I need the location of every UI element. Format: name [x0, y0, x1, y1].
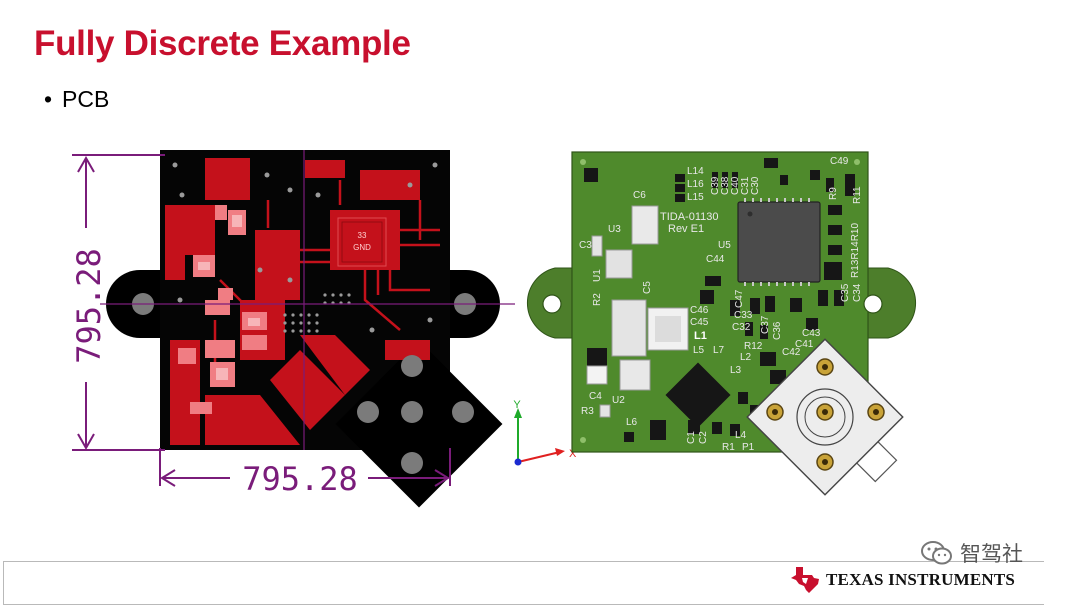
refdes-c32: C32 [732, 322, 751, 333]
refdes-c35: C35 [840, 283, 851, 302]
footer-bar [3, 561, 1044, 605]
via-field [172, 162, 438, 333]
render-hole-right [863, 294, 883, 314]
refdes-r3: R3 [581, 406, 594, 417]
silkscreen-refdes: L14 L16 L15 C39 C38 C40 C31 C30 C49 C6 U… [579, 156, 863, 453]
chip-net-label: GND [353, 243, 371, 252]
refdes-c38: C38 [720, 176, 731, 195]
refdes-l4: L4 [735, 430, 747, 441]
refdes-c4: C4 [589, 391, 602, 402]
refdes-l15: L15 [687, 192, 704, 203]
refdes-c42: C42 [782, 347, 801, 358]
refdes-r1: R1 [722, 442, 735, 453]
refdes-c47: C47 [734, 289, 745, 308]
render-modules [591, 205, 689, 418]
ti-logo: Texas Instruments [790, 566, 1015, 594]
refdes-u1: U1 [592, 269, 603, 282]
axis-y-label: Y [513, 399, 521, 411]
watermark: 智驾社 [920, 538, 1023, 568]
refdes-l16: L16 [687, 179, 704, 190]
pcb-render-view: TIDA-01130 Rev E1 L14 L16 L15 C39 C38 C4… [526, 151, 917, 496]
refdes-u2: U2 [612, 395, 625, 406]
bullet-text: PCB [62, 86, 110, 112]
render-right-tab [864, 267, 917, 339]
refdes-c36: C36 [772, 321, 783, 340]
refdes-l2: L2 [740, 352, 752, 363]
dimension-horizontal [159, 448, 451, 487]
refdes-c37: C37 [760, 315, 771, 334]
render-hole-left [542, 294, 562, 314]
pcb-layout-view: 33 GND [70, 150, 515, 508]
refdes-l6: L6 [626, 417, 638, 428]
refdes-r11: R11 [852, 186, 863, 204]
refdes-p1: P1 [742, 442, 755, 453]
ti-word-instruments: Instruments [888, 570, 1016, 589]
refdes-c5: C5 [642, 281, 653, 294]
ti-wordmark: Texas Instruments [826, 570, 1015, 590]
chip-pin-number: 33 [358, 231, 367, 240]
refdes-c3: C3 [579, 240, 592, 251]
refdes-l14: L14 [687, 166, 704, 177]
refdes-c43: C43 [802, 328, 821, 339]
refdes-c41: C41 [795, 339, 814, 350]
refdes-c40: C40 [730, 176, 741, 195]
wechat-icon [921, 541, 952, 565]
refdes-c1: C1 [686, 431, 697, 444]
axis-triad: Y X [513, 399, 577, 466]
refdes-r13r14r10: R13R14R10 [850, 223, 861, 278]
dimension-vertical [72, 154, 165, 451]
board-name-label: TIDA-01130 [660, 211, 719, 223]
render-inductor-l1 [665, 362, 731, 428]
layout-qfn-chip: 33 GND [337, 217, 387, 267]
refdes-c34: C34 [852, 283, 863, 302]
refdes-u3: U3 [608, 224, 621, 235]
ic-pins [744, 198, 810, 286]
refdes-l5: L5 [693, 345, 705, 356]
refdes-c31: C31 [740, 176, 751, 195]
dimension-vertical-label: 795.28 [70, 248, 108, 364]
bullet-item: • PCB [44, 86, 109, 113]
refdes-c33: C33 [734, 310, 753, 321]
crosshair-lines [100, 150, 515, 450]
refdes-l7: L7 [713, 345, 725, 356]
layout-connector [335, 340, 503, 508]
refdes-c49: C49 [830, 156, 849, 167]
refdes-l1: L1 [694, 330, 707, 342]
render-connector-p1 [746, 338, 904, 496]
board-rev-label: Rev E1 [668, 223, 704, 235]
refdes-c39: C39 [710, 176, 721, 195]
refdes-u5: U5 [718, 240, 731, 251]
refdes-r12: R12 [744, 341, 763, 352]
refdes-c44: C44 [706, 254, 725, 265]
ti-word-texas: Texas [826, 570, 884, 589]
render-fiducials [580, 159, 860, 443]
layout-holes [132, 293, 476, 474]
refdes-l3: L3 [730, 365, 742, 376]
refdes-c2: C2 [698, 431, 709, 444]
refdes-r9: R9 [828, 187, 839, 200]
refdes-r2: R2 [592, 293, 603, 306]
refdes-c46: C46 [690, 305, 709, 316]
axis-x-label: X [569, 448, 577, 460]
dimension-horizontal-label: 795.28 [242, 460, 358, 498]
slide-title: Fully Discrete Example [34, 24, 411, 63]
bullet-dot: • [44, 86, 53, 112]
watermark-text: 智驾社 [960, 542, 1023, 566]
texas-state-icon [791, 567, 819, 593]
render-main-ic [737, 201, 821, 283]
render-small-parts [584, 158, 855, 442]
refdes-c45: C45 [690, 317, 709, 328]
refdes-c6: C6 [633, 190, 646, 201]
refdes-c30: C30 [750, 176, 761, 195]
pad-highlights [198, 215, 260, 380]
